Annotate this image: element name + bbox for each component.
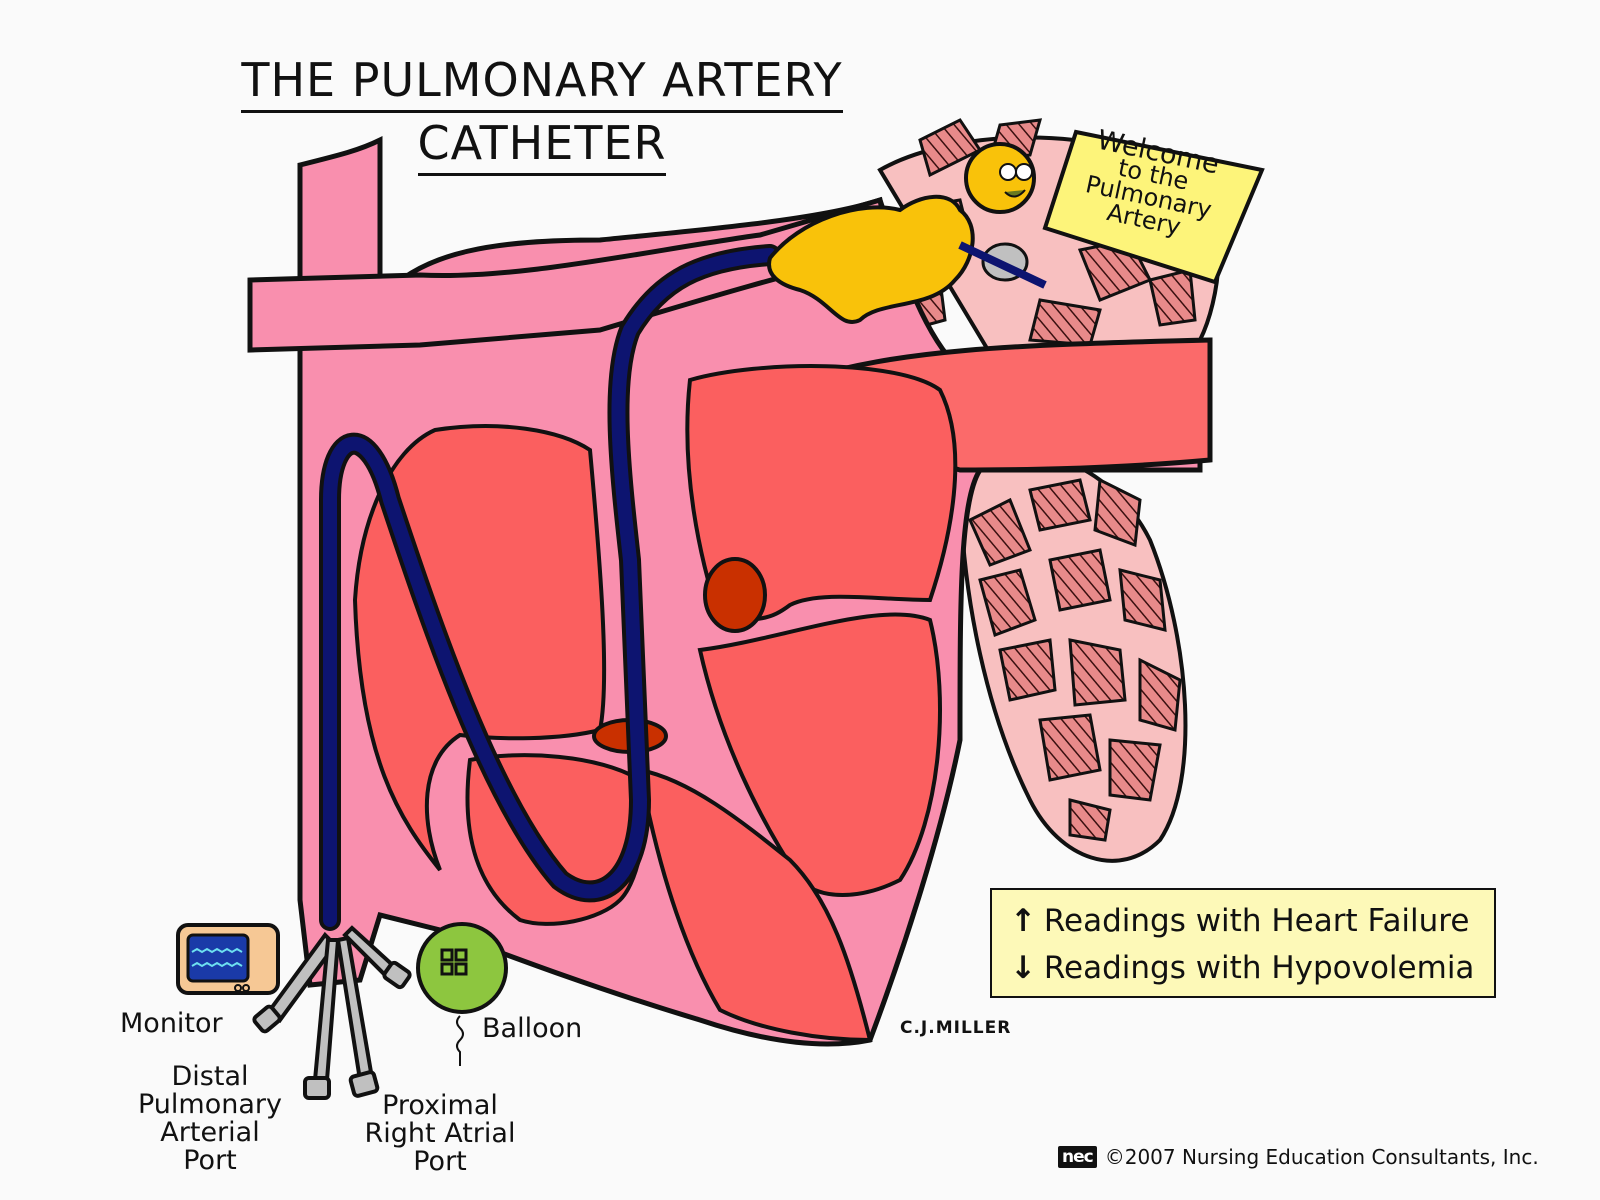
catheter-ports (252, 925, 412, 1100)
copyright-text: ©2007 Nursing Education Consultants, Inc… (1104, 1145, 1539, 1169)
legend-text: Readings with Heart Failure (1043, 903, 1470, 939)
nec-logo-icon: nec (1058, 1146, 1097, 1168)
legend-row-heart-failure: ↑ Readings with Heart Failure (1010, 898, 1494, 945)
label-line: Port (413, 1146, 467, 1177)
title-line-2: CATHETER (417, 113, 667, 176)
pulmonic-valve (703, 557, 767, 633)
title-line-1: THE PULMONARY ARTERY (241, 50, 843, 113)
catheter (319, 244, 781, 931)
legend-row-hypovolemia: ↓ Readings with Hypovolemia (1010, 945, 1494, 992)
label-line: Right Atrial (364, 1118, 516, 1149)
label-line: Distal (171, 1061, 249, 1092)
proximal-port-label: Proximal Right Atrial Port (355, 1092, 525, 1176)
balloon-label: Balloon (482, 1013, 583, 1044)
page-title: THE PULMONARY ARTERY CATHETER (212, 50, 872, 176)
monitor-icon (176, 923, 280, 995)
artist-signature: C.J.MILLER (900, 1018, 1012, 1038)
distal-port-label: Distal Pulmonary Arterial Port (130, 1063, 290, 1175)
welcome-sign (1042, 129, 1265, 285)
arrow-up-icon: ↑ (1010, 903, 1036, 939)
balloon-icon (416, 922, 508, 1066)
legend-text: Readings with Hypovolemia (1043, 950, 1475, 986)
readings-legend: ↑ Readings with Heart Failure ↓ Readings… (990, 888, 1496, 998)
character-icon (767, 142, 1047, 324)
copyright-footer: nec ©2007 Nursing Education Consultants,… (1058, 1145, 1539, 1169)
label-line: Port (183, 1145, 237, 1176)
monitor-label: Monitor (120, 1008, 223, 1039)
arrow-down-icon: ↓ (1010, 950, 1036, 986)
label-line: Arterial (160, 1117, 260, 1148)
label-line: Pulmonary (138, 1089, 282, 1120)
label-line: Proximal (382, 1090, 498, 1121)
